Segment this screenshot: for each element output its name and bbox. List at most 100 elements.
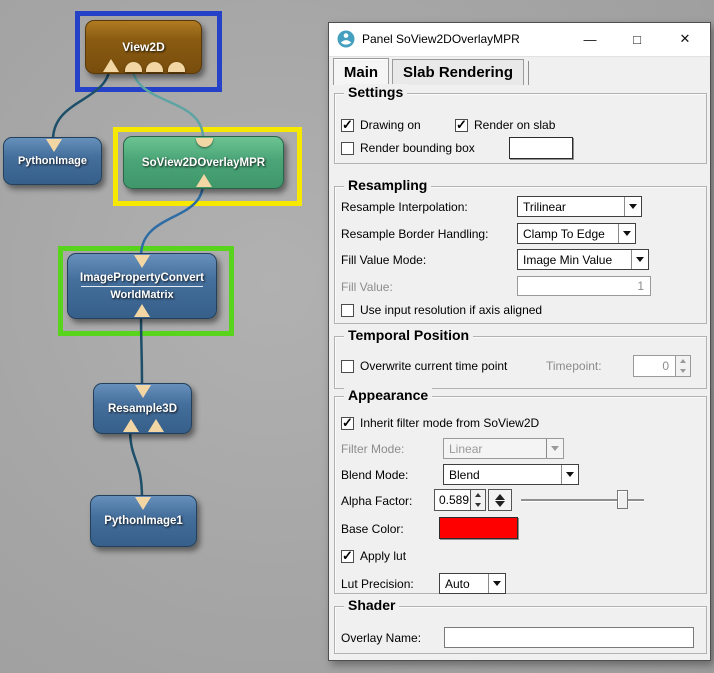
title-bar[interactable]: Panel SoView2DOverlayMPR — □ ✕ xyxy=(329,23,710,57)
group-settings: Settings xyxy=(334,84,707,164)
tab-main[interactable]: Main xyxy=(333,58,389,85)
input-connector-dome[interactable] xyxy=(168,62,185,72)
use-input-resolution-label: Use input resolution if axis aligned xyxy=(360,303,543,317)
timepoint-spinner[interactable]: 0 xyxy=(633,355,691,377)
alpha-factor-slider-handle[interactable] xyxy=(617,490,628,509)
node-view2d[interactable]: View2D xyxy=(85,20,202,74)
node-imagepropertyconvert-label: ImagePropertyConvert xyxy=(80,271,204,284)
inherit-filter-mode-label: Inherit filter mode from SoView2D xyxy=(360,416,540,430)
blend-mode-select[interactable]: Blend xyxy=(443,464,579,485)
node-imagepropertyconvert-sublabel: WorldMatrix xyxy=(110,288,174,301)
chevron-down-icon xyxy=(546,439,563,458)
spin-down-icon[interactable] xyxy=(676,366,690,376)
resample-border-handling-select[interactable]: Clamp To Edge xyxy=(517,223,636,244)
fill-value-mode-select[interactable]: Image Min Value xyxy=(517,249,649,270)
resample-interpolation-select[interactable]: Trilinear xyxy=(517,196,642,217)
drawing-on-label: Drawing on xyxy=(360,118,421,132)
base-color-label: Base Color: xyxy=(341,522,404,536)
node-soview2doverlaympr[interactable]: SoView2DOverlayMPR xyxy=(123,136,284,189)
group-shader-title: Shader xyxy=(344,597,400,613)
overwrite-time-point-label: Overwrite current time point xyxy=(360,359,508,373)
blend-mode-value: Blend xyxy=(449,467,480,482)
input-connector-triangle[interactable] xyxy=(148,419,164,432)
alpha-factor-spinbox[interactable]: 0.589 xyxy=(434,489,486,511)
chevron-down-icon xyxy=(618,224,635,243)
lut-precision-label: Lut Precision: xyxy=(341,577,414,591)
output-connector-dome[interactable] xyxy=(196,138,213,147)
maximize-button[interactable]: □ xyxy=(620,23,654,55)
input-connector-triangle[interactable] xyxy=(196,174,212,187)
node-imagepropertyconvert[interactable]: ImagePropertyConvert WorldMatrix xyxy=(67,253,217,319)
input-connector-dome[interactable] xyxy=(146,62,163,72)
overlay-name-input[interactable] xyxy=(444,627,694,648)
group-resampling-title: Resampling xyxy=(344,177,432,193)
alpha-factor-slider-track[interactable] xyxy=(521,499,644,502)
resample-interpolation-label: Resample Interpolation: xyxy=(341,200,468,214)
resample-border-handling-value: Clamp To Edge xyxy=(523,226,605,241)
group-settings-title: Settings xyxy=(344,84,408,100)
node-label-divider xyxy=(81,285,203,287)
render-on-slab-label: Render on slab xyxy=(474,118,556,132)
alpha-factor-stepper-button[interactable] xyxy=(488,489,512,511)
alpha-factor-label: Alpha Factor: xyxy=(341,494,413,508)
maximize-icon: □ xyxy=(633,31,641,47)
mevislab-icon xyxy=(337,30,355,48)
minimize-button[interactable]: — xyxy=(573,23,607,55)
output-connector-triangle[interactable] xyxy=(135,497,151,510)
timepoint-label: Timepoint: xyxy=(546,359,602,373)
chevron-down-icon xyxy=(624,197,641,216)
output-connector-triangle[interactable] xyxy=(46,139,62,152)
stepper-up-icon xyxy=(495,493,505,500)
node-pythonimage[interactable]: PythonImage xyxy=(3,137,102,185)
output-connector-triangle[interactable] xyxy=(135,385,151,398)
close-button[interactable]: ✕ xyxy=(668,23,702,55)
apply-lut-checkbox[interactable] xyxy=(341,548,354,564)
filter-mode-select[interactable]: Linear xyxy=(443,438,564,459)
resample-border-handling-label: Resample Border Handling: xyxy=(341,227,489,241)
minimize-icon: — xyxy=(583,31,597,47)
node-view2d-label: View2D xyxy=(122,40,165,54)
timepoint-value: 0 xyxy=(662,359,669,373)
bounding-box-color-button[interactable] xyxy=(509,137,573,159)
tab-main-label: Main xyxy=(343,63,379,81)
use-input-resolution-checkbox[interactable] xyxy=(341,304,354,317)
node-resample3d[interactable]: Resample3D xyxy=(93,383,192,434)
filter-mode-value: Linear xyxy=(449,441,483,456)
tab-slab-rendering[interactable]: Slab Rendering xyxy=(392,59,524,85)
fill-value-input[interactable]: 1 xyxy=(517,276,651,296)
overwrite-time-point-checkbox[interactable] xyxy=(341,360,354,373)
spin-up-icon[interactable] xyxy=(676,356,690,366)
group-appearance-title: Appearance xyxy=(344,387,433,403)
filter-mode-label: Filter Mode: xyxy=(341,442,405,456)
render-bounding-box-label: Render bounding box xyxy=(360,141,475,155)
input-connector-triangle[interactable] xyxy=(123,419,139,432)
render-bounding-box-checkbox[interactable] xyxy=(341,142,354,155)
input-connector-triangle[interactable] xyxy=(134,304,150,317)
lut-precision-select[interactable]: Auto xyxy=(439,573,506,594)
chevron-down-icon xyxy=(631,250,648,269)
window-title: Panel SoView2DOverlayMPR xyxy=(362,32,520,46)
base-color-button[interactable] xyxy=(439,517,518,539)
spin-up-icon[interactable] xyxy=(471,490,485,500)
render-on-slab-checkbox[interactable] xyxy=(455,117,468,133)
drawing-on-checkbox[interactable] xyxy=(341,117,354,133)
inherit-filter-mode-checkbox[interactable] xyxy=(341,415,354,431)
spin-down-icon[interactable] xyxy=(471,500,485,510)
group-resampling: Resampling xyxy=(334,177,707,324)
chevron-down-icon xyxy=(561,465,578,484)
edge-resample3d-pythonimage1 xyxy=(128,426,144,500)
output-connector-triangle[interactable] xyxy=(134,255,150,268)
input-connector-triangle[interactable] xyxy=(103,59,119,72)
stepper-down-icon xyxy=(495,500,505,507)
node-resample3d-label: Resample3D xyxy=(107,402,178,415)
close-icon: ✕ xyxy=(679,31,691,46)
selection-frame-soview2doverlaympr xyxy=(113,127,302,206)
blend-mode-label: Blend Mode: xyxy=(341,468,409,482)
spin-arrows[interactable] xyxy=(470,490,485,510)
panel-window: Panel SoView2DOverlayMPR — □ ✕ Main Slab… xyxy=(328,22,711,661)
spin-arrows[interactable] xyxy=(675,356,690,376)
fill-value-text: 1 xyxy=(637,279,644,293)
node-pythonimage1[interactable]: PythonImage1 xyxy=(90,495,197,547)
group-temporal-position: Temporal Position xyxy=(334,327,707,389)
input-connector-dome[interactable] xyxy=(125,62,142,72)
